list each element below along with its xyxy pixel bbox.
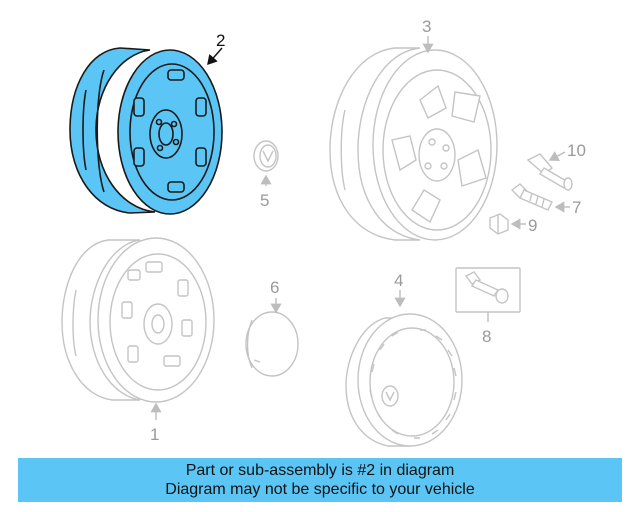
part-7-wheel-bolt[interactable] bbox=[510, 183, 553, 211]
part-2-spare-wheel[interactable] bbox=[69, 47, 223, 215]
callout-9: 9 bbox=[528, 216, 537, 235]
callout-10: 10 bbox=[567, 141, 586, 160]
part-5-emblem[interactable] bbox=[253, 140, 279, 172]
callout-2: 2 bbox=[216, 31, 225, 50]
part-10-valve-stem[interactable] bbox=[526, 153, 573, 191]
callout-7: 7 bbox=[572, 198, 581, 217]
part-info-banner: Part or sub-assembly is #2 in diagram Di… bbox=[18, 458, 622, 502]
part-4-wheel-cover[interactable] bbox=[345, 313, 463, 447]
part-9-lug-nut[interactable] bbox=[489, 213, 509, 235]
part-3-alloy-wheel[interactable] bbox=[329, 47, 498, 241]
callout-4: 4 bbox=[394, 271, 403, 290]
callout-5: 5 bbox=[260, 191, 269, 210]
callout-6: 6 bbox=[270, 278, 279, 297]
callout-8: 8 bbox=[482, 327, 491, 346]
part-1-steel-wheel[interactable] bbox=[61, 237, 215, 403]
banner-line-1: Part or sub-assembly is #2 in diagram bbox=[185, 462, 455, 479]
callout-3: 3 bbox=[422, 17, 431, 36]
banner-line-2: Diagram may not be specific to your vehi… bbox=[165, 481, 475, 498]
callout-1: 1 bbox=[150, 425, 159, 444]
part-6-center-cap[interactable] bbox=[245, 311, 299, 377]
part-8-lock-bolt-set[interactable] bbox=[455, 267, 521, 313]
